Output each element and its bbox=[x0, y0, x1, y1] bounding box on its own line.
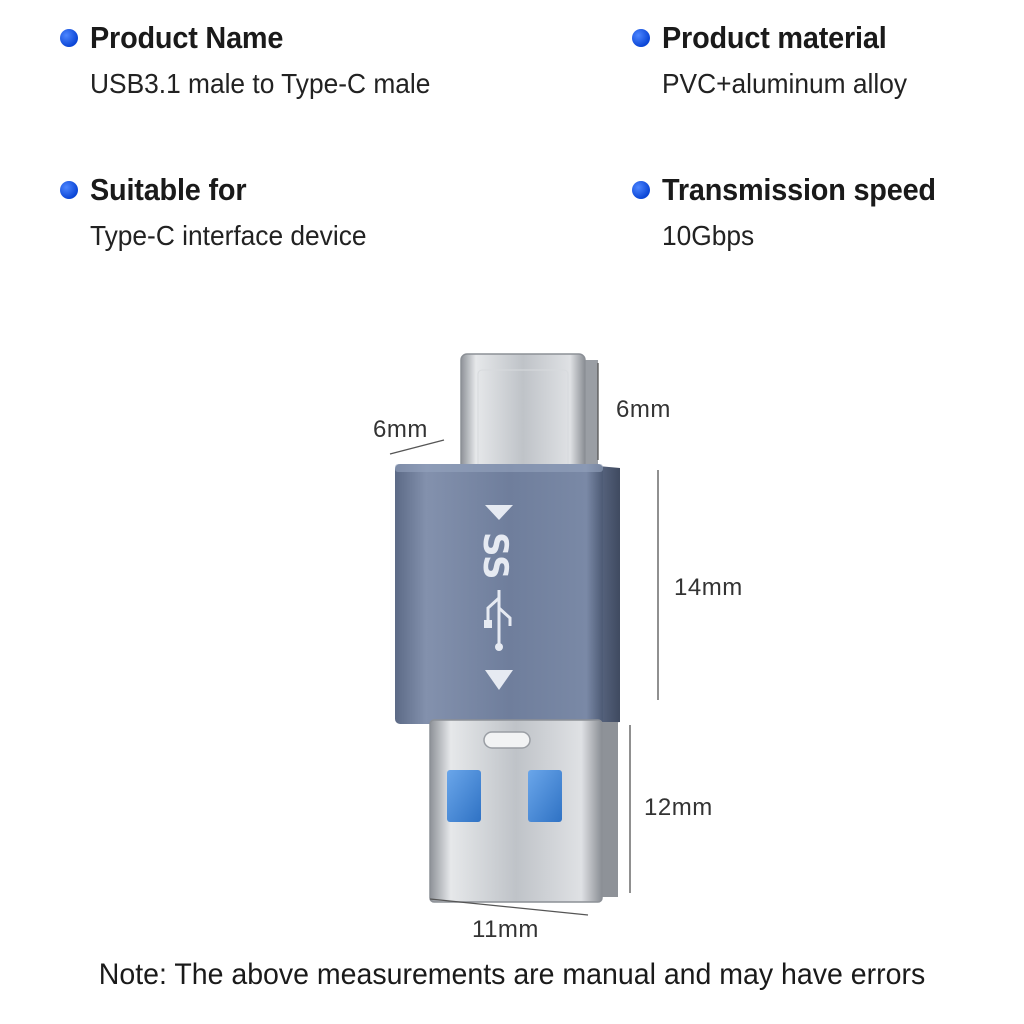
spec-title: Suitable for bbox=[90, 172, 247, 207]
spec-product-material: Product material PVC+aluminum alloy bbox=[632, 20, 923, 100]
spec-title: Transmission speed bbox=[662, 172, 936, 207]
bullet-dot-icon bbox=[632, 181, 650, 199]
spec-title: Product material bbox=[662, 20, 887, 55]
spec-suitable-for: Suitable for Type-C interface device bbox=[60, 172, 384, 252]
spec-value: PVC+aluminum alloy bbox=[662, 68, 908, 99]
bullet-dot-icon bbox=[60, 29, 78, 47]
spec-transmission-speed: Transmission speed 10Gbps bbox=[632, 172, 956, 252]
spec-value: USB3.1 male to Type-C male bbox=[90, 68, 431, 99]
dimension-usb-width: 11mm bbox=[472, 916, 539, 943]
spec-product-name: Product Name USB3.1 male to Type-C male bbox=[60, 20, 452, 100]
dimension-body-height: 14mm bbox=[674, 574, 743, 601]
bullet-dot-icon bbox=[60, 181, 78, 199]
adapter-body bbox=[395, 464, 620, 724]
spec-value: Type-C interface device bbox=[90, 220, 367, 251]
dimension-usb-height: 12mm bbox=[644, 794, 713, 821]
measurement-note: Note: The above measurements are manual … bbox=[98, 958, 926, 991]
dimension-typec-depth: 6mm bbox=[373, 416, 428, 443]
spec-value: 10Gbps bbox=[662, 220, 755, 251]
dimension-lines bbox=[389, 363, 659, 916]
usb-a-connector bbox=[429, 719, 618, 903]
dimension-typec-height: 6mm bbox=[616, 396, 671, 423]
bullet-dot-icon bbox=[632, 29, 650, 47]
spec-title: Product Name bbox=[90, 20, 284, 55]
superspeed-logo-icon: SS bbox=[475, 505, 515, 690]
typec-connector bbox=[460, 353, 598, 473]
ss-logo-text: SS bbox=[475, 532, 515, 579]
